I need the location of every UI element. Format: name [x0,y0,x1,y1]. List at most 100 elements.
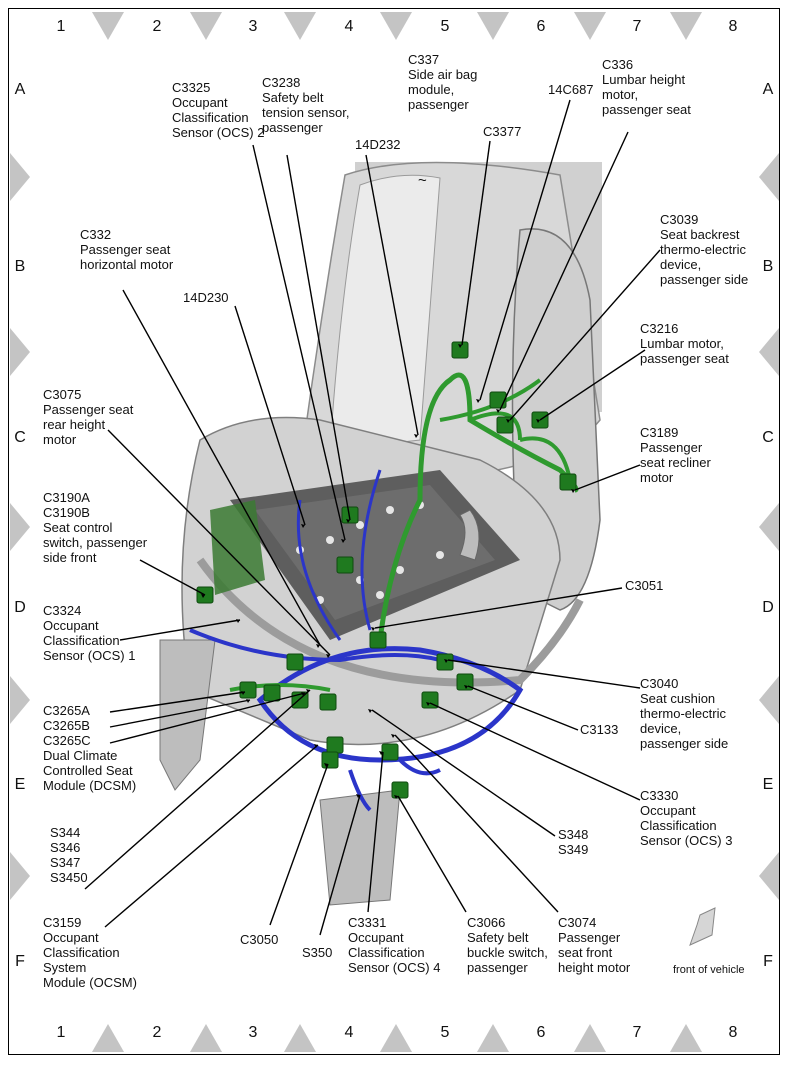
callout-c3216: C3216 Lumbar motor, passenger seat [640,321,729,366]
callout-14d230: 14D230 [183,290,229,305]
leader-arrowhead [458,344,462,348]
leader-arrowhead [571,489,575,493]
border-triangle [670,12,702,40]
leader-arrowhead [379,751,383,755]
callout-c3330: C3330 Occupant Classification Sensor (OC… [640,788,733,848]
grid-row-label: C [14,429,26,446]
grid-column-label: 3 [248,1024,258,1041]
leader-line [269,763,329,926]
leader-line [119,619,241,641]
connector [391,781,409,799]
callout-c3075: C3075 Passenger seat rear height motor [43,387,134,447]
leader-line [109,699,251,728]
grid-column-label: 2 [152,1024,162,1041]
leader-arrowhead [496,409,500,413]
callout-c3331: C3331 Occupant Classification Sensor (OC… [348,915,441,975]
leader-arrowhead [314,744,318,748]
grid-row-label: D [762,599,774,616]
leader-arrowhead [236,619,240,623]
connector [319,693,337,711]
mat-hole [356,521,364,529]
leader-line [371,709,556,837]
cushion-mat [255,485,495,620]
leader-arrowhead [301,524,305,528]
grid-column-label: 1 [56,18,66,35]
blue-harness-branch [296,469,382,641]
border-triangle [380,12,412,40]
callout-c336: C336 Lumbar height motor, passenger seat [602,57,691,117]
connector [489,391,507,409]
callout-c3051: C3051 [625,578,664,593]
leader-line [107,429,331,656]
border-triangle [92,1024,124,1052]
leader-line [539,349,646,421]
grid-column-label: 4 [344,18,354,35]
callout-c3377: C3377 [483,124,522,139]
callout-c3324: C3324 Occupant Classification Sensor (OC… [43,603,136,663]
grid-column-label: 5 [440,18,450,35]
border-triangle [284,12,316,40]
mat-hole [386,506,394,514]
callout-c3066: C3066 Safety belt buckle switch, passeng… [467,915,548,975]
grid-column-label: 6 [536,18,546,35]
leader-arrowhead [346,519,350,523]
border-triangle [92,12,124,40]
leader-arrowhead [241,691,245,695]
leader-line [367,751,384,913]
border-triangle [759,328,779,376]
leader-arrowhead [356,794,360,798]
leader-line [447,659,641,689]
border-triangle [574,12,606,40]
diagram-frame [8,8,780,1055]
grid-row-label: D [14,599,26,616]
leader-line [286,154,351,521]
leader-line [109,691,246,713]
callout-c3189: C3189 Passenger seat recliner motor [640,425,711,485]
connector [559,473,577,491]
callout-s350: S350 [302,945,333,960]
callout-c3159: C3159 Occupant Classification System Mod… [43,915,137,990]
leader-line [479,99,571,401]
connector [421,691,439,709]
grid-column-label: 8 [728,1024,738,1041]
seat-track [196,557,584,687]
grid-column-label: 7 [632,1024,642,1041]
callout-c3039: C3039 Seat backrest thermo-electric devi… [660,212,749,287]
leader-line [394,734,559,913]
grid-column-label: 6 [536,1024,546,1041]
leader-arrowhead [371,627,375,631]
leader-arrowhead [394,795,398,799]
border-triangle [10,676,30,724]
border-triangle [10,328,30,376]
callout-c3133: C3133 [580,722,619,737]
leader-line [509,249,661,421]
front-arrow-icon [689,907,716,946]
seat-rail-rear [159,639,216,791]
grid-column-label: 4 [344,1024,354,1041]
border-triangle [10,153,30,201]
leader-arrowhead [306,689,310,693]
border-triangle [284,1024,316,1052]
connector [369,631,387,649]
grid-row-label: B [762,258,774,275]
grid-column-label: 7 [632,18,642,35]
callout-c3074: C3074 Passenger seat front height motor [558,915,631,975]
leader-line [252,144,346,541]
callout-c3265: C3265A C3265B C3265C Dual Climate Contro… [43,703,137,793]
callout-14c687: 14C687 [548,82,594,97]
leader-line [499,131,629,411]
callout-14d232: 14D232 [355,137,401,152]
leader-arrowhead [316,644,320,648]
grid-row-label: E [14,776,26,793]
leader-arrowhead [201,594,205,598]
blue-harness-branch [189,628,441,663]
border-triangle [574,1024,606,1052]
grid-row-label: C [762,429,774,446]
leader-arrowhead [326,654,330,658]
connector [263,684,281,702]
leader-arrowhead [301,692,305,696]
grid-column-label: 5 [440,1024,450,1041]
grid-row-label: A [14,81,26,98]
callout-c3040: C3040 Seat cushion thermo-electric devic… [640,676,729,751]
